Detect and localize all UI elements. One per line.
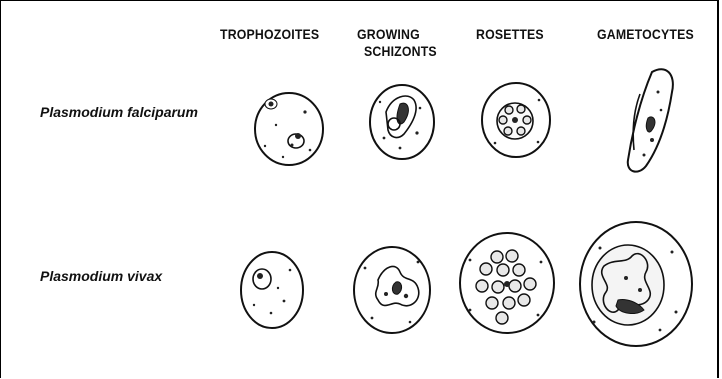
falciparum-rosette-cell	[482, 83, 550, 157]
vivax-growing-schizont-cell	[354, 247, 430, 333]
falciparum-gametocyte-cell	[628, 69, 673, 171]
vivax-trophozoite-cell	[241, 252, 303, 328]
vivax-gametocyte-cell	[580, 222, 692, 346]
vivax-rosette-cell	[460, 233, 554, 333]
falciparum-growing-schizont-cell	[370, 85, 434, 159]
falciparum-trophozoite-cell	[255, 93, 323, 165]
